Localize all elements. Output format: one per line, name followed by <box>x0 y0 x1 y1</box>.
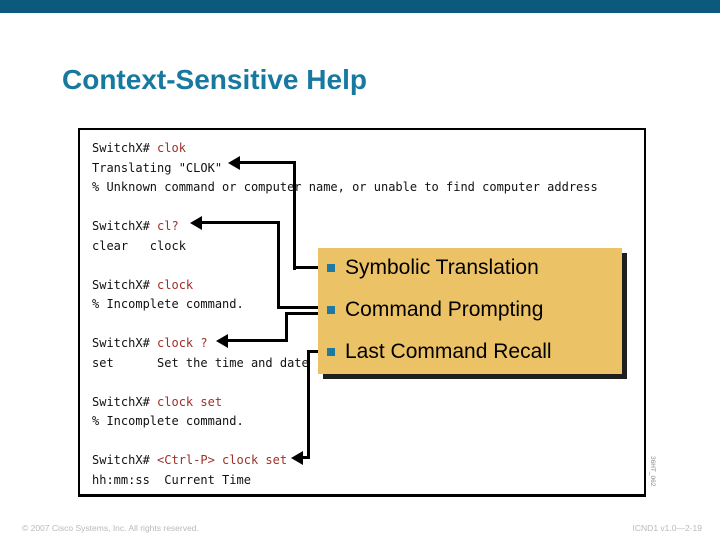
output-text: SwitchX# <box>92 336 158 350</box>
output-text: SwitchX# <box>92 453 158 467</box>
connector-line <box>293 266 330 269</box>
arrow-left-icon <box>190 216 202 230</box>
terminal-line <box>92 198 644 218</box>
arrow-left-icon <box>216 334 228 348</box>
connector-line <box>226 339 288 342</box>
output-text: SwitchX# <box>92 277 158 292</box>
terminal-line: SwitchX# cl? <box>92 217 644 237</box>
figure-id-watermark: 36HT_062 <box>649 456 656 487</box>
slide-number: ICND1 v1.0—2-19 <box>632 523 702 533</box>
output-text: % Incomplete command. <box>92 297 244 311</box>
output-text: Translating "CLOK" <box>92 160 223 175</box>
top-bar <box>0 0 720 13</box>
terminal-line: SwitchX# <Ctrl-P> clock set <box>92 451 644 471</box>
connector-line <box>293 161 296 270</box>
callout-item-label: Last Command Recall <box>345 340 552 363</box>
output-text: % Incomplete command. <box>92 414 244 428</box>
command-text: clok <box>157 141 186 155</box>
terminal-line: SwitchX# clok <box>92 139 644 159</box>
page-title: Context-Sensitive Help <box>62 64 367 95</box>
callout-item: Symbolic Translation <box>318 254 622 282</box>
connector-line <box>307 350 310 459</box>
arrow-left-icon <box>291 451 303 465</box>
callout-item: Command Prompting <box>318 296 622 324</box>
command-text: cl? <box>157 219 179 233</box>
output-text: % Unknown command or computer name, or u… <box>92 180 598 194</box>
arrow-left-icon <box>228 156 240 170</box>
connector-line <box>301 456 310 459</box>
command-text: clock ? <box>157 336 208 350</box>
output-text: hh:mm:ss Current Time <box>92 472 251 487</box>
command-text: <Ctrl-P> clock set <box>157 453 288 467</box>
connector-line <box>277 306 330 309</box>
terminal-line: % Unknown command or computer name, or u… <box>92 178 644 198</box>
terminal-line: clear clock <box>92 237 644 257</box>
connector-line <box>285 312 288 342</box>
connector-line <box>238 161 296 164</box>
terminal-line: SwitchX# clock set <box>92 393 644 413</box>
bullet-square-icon <box>327 306 335 314</box>
bullet-square-icon <box>327 264 335 272</box>
terminal-line: SwitchX# clock ? <box>92 334 644 354</box>
callout-item-label: Symbolic Translation <box>345 256 539 279</box>
terminal-line: Translating "CLOK" <box>92 159 644 179</box>
connector-line <box>277 221 280 309</box>
output-text: clear clock <box>92 238 186 253</box>
terminal-line: % Incomplete command. <box>92 412 644 432</box>
terminal-line: % Incomplete command. <box>92 295 644 315</box>
callout-item: Last Command Recall <box>318 338 622 366</box>
connector-line <box>285 312 330 315</box>
connector-line <box>200 221 280 224</box>
terminal-line <box>92 373 644 393</box>
terminal-line: set Set the time and date <box>92 354 644 374</box>
callout-item-label: Command Prompting <box>345 298 544 321</box>
command-text: clock set <box>157 394 223 409</box>
footer-copyright: © 2007 Cisco Systems, Inc. All rights re… <box>22 523 199 533</box>
terminal-line: hh:mm:ss Current Time <box>92 471 644 491</box>
output-text: set Set the time and date <box>92 355 309 370</box>
terminal-line: SwitchX# clock <box>92 276 644 296</box>
output-text: SwitchX# <box>92 219 158 233</box>
command-text: clock <box>157 277 194 292</box>
bullet-square-icon <box>327 348 335 356</box>
output-text: SwitchX# <box>92 394 158 409</box>
output-text: SwitchX# <box>92 141 158 155</box>
terminal-line <box>92 432 644 452</box>
